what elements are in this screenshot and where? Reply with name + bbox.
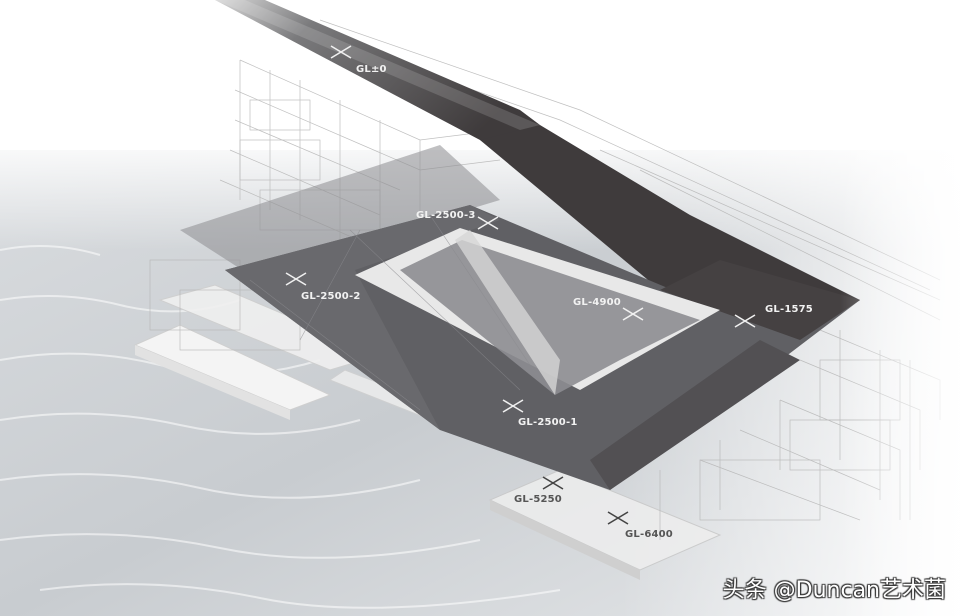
translucent-slab bbox=[180, 145, 500, 275]
level-label-gl-5250: GL-5250 bbox=[514, 494, 562, 505]
level-marker-cross-icon bbox=[477, 216, 499, 230]
ring-slab bbox=[225, 205, 860, 490]
level-label-gl-4900: GL-4900 bbox=[573, 297, 621, 308]
level-label-gl-2500-2: GL-2500-2 bbox=[301, 291, 361, 302]
level-marker-cross-icon bbox=[622, 307, 644, 321]
level-marker-cross-icon bbox=[542, 476, 564, 490]
level-label-gl-6400: GL-6400 bbox=[625, 529, 673, 540]
watermark: 头条 @Duncan艺术菌 bbox=[722, 578, 946, 603]
level-label-gl-2500-1: GL-2500-1 bbox=[518, 417, 578, 428]
level-label-gl-1575: GL-1575 bbox=[765, 304, 813, 315]
level-marker-cross-icon bbox=[330, 45, 352, 59]
level-marker-cross-icon bbox=[285, 272, 307, 286]
level-marker-cross-icon bbox=[607, 511, 629, 525]
level-marker-cross-icon bbox=[502, 399, 524, 413]
level-label-gl-2500-3: GL-2500-3 bbox=[416, 210, 476, 221]
level-label-gl-0: GL±0 bbox=[356, 64, 387, 75]
level-marker-cross-icon bbox=[734, 314, 756, 328]
